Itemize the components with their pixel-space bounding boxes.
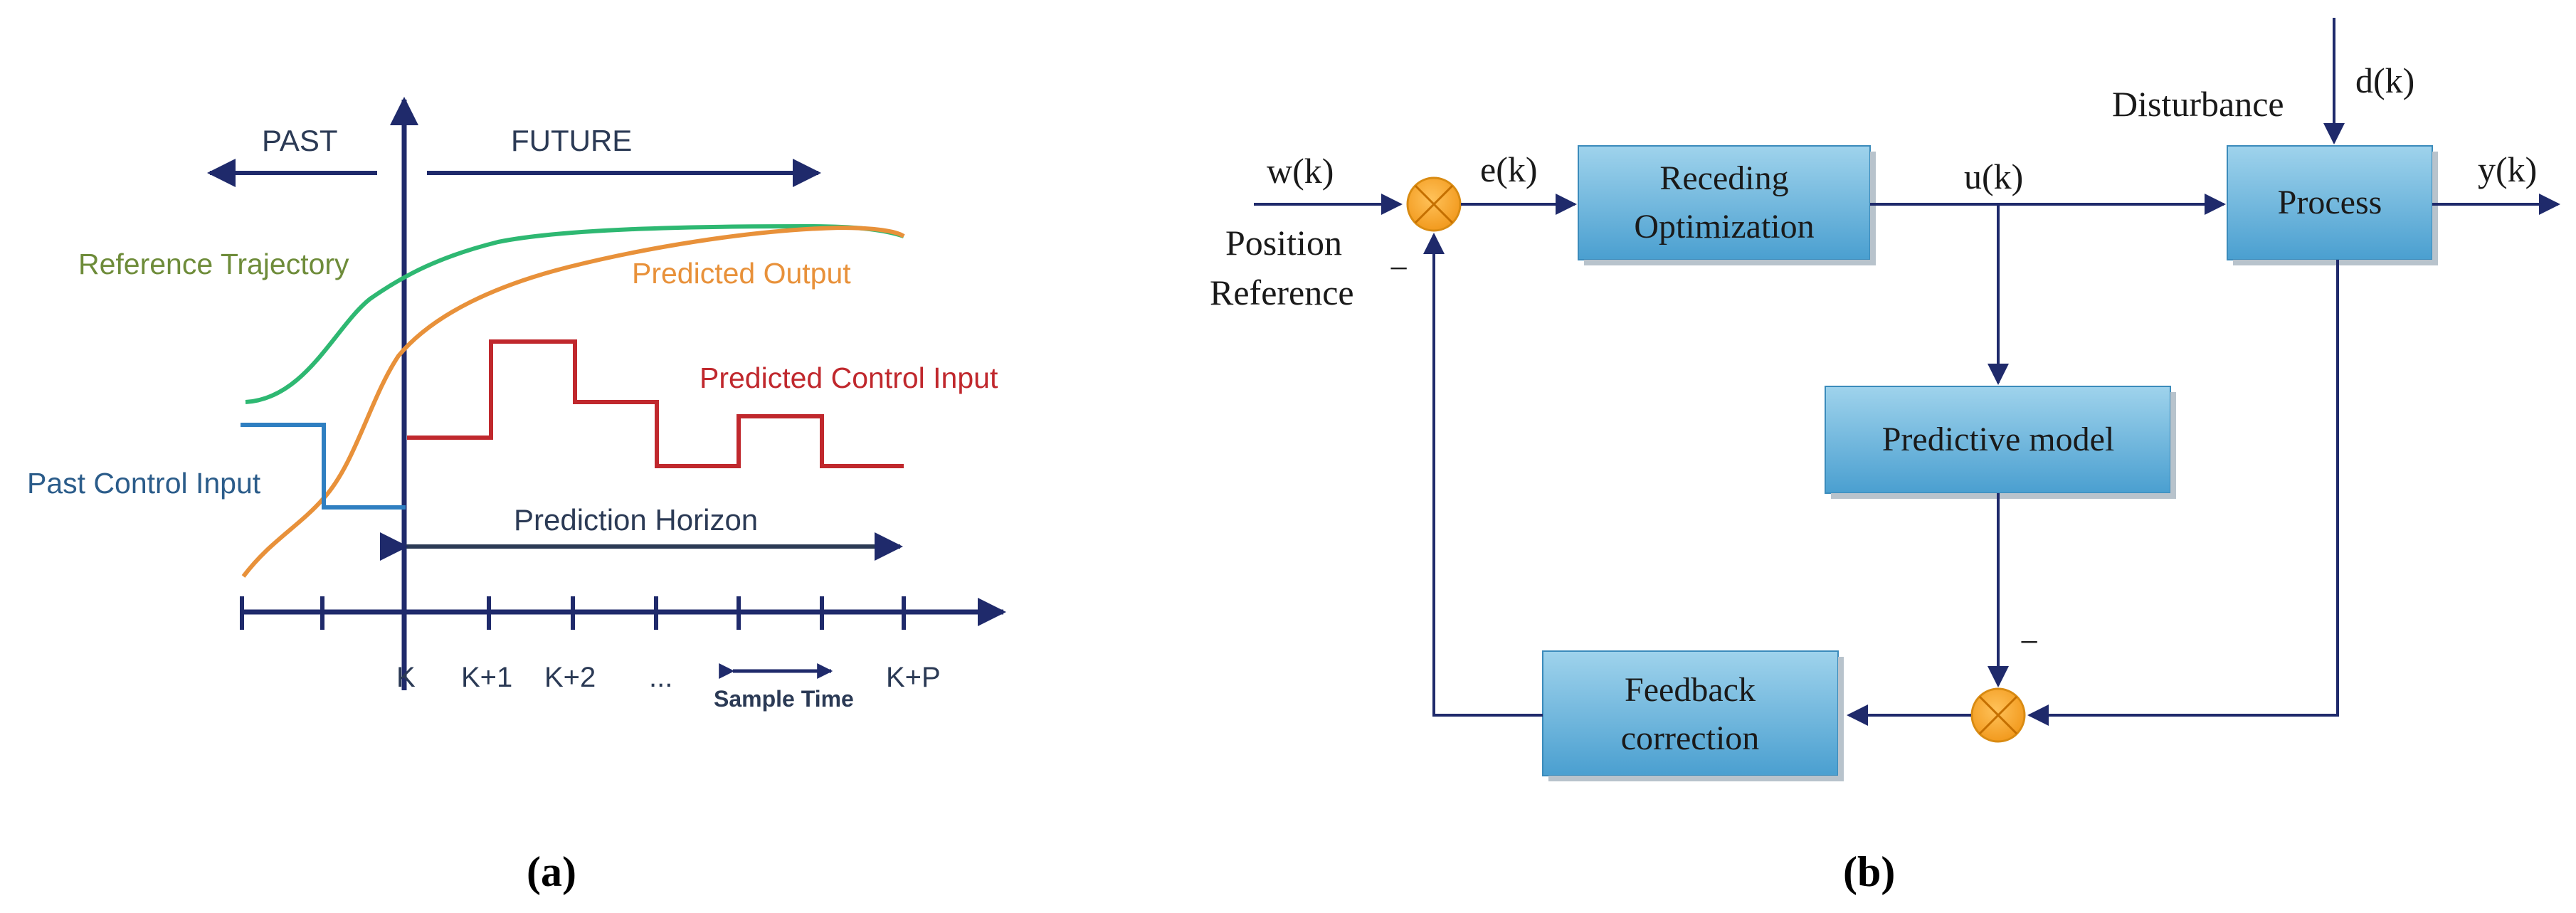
receding-optimization-label-2: Optimization xyxy=(1634,208,1814,246)
predicted-output-label: Predicted Output xyxy=(632,257,851,290)
tick-label-k-plus-2: K+2 xyxy=(544,662,596,693)
feedback-correction-block: Feedback correction xyxy=(1542,650,1844,781)
tick-label-k-plus-1: K+1 xyxy=(461,662,512,693)
past-label: PAST xyxy=(262,124,338,157)
predicted-control-input-label: Predicted Control Input xyxy=(700,361,998,394)
predictive-model-label: Predictive model xyxy=(1882,421,2115,458)
panel-b: w(k) Position Reference − e(k) Receding … xyxy=(1210,18,2560,895)
caption-b: (b) xyxy=(1843,848,1895,895)
tick-label-k: K xyxy=(396,662,416,693)
e-label: e(k) xyxy=(1480,149,1538,189)
u-label: u(k) xyxy=(1964,157,2023,196)
past-control-input-step xyxy=(241,423,406,510)
feedback-correction-label-1: Feedback xyxy=(1625,671,1756,709)
process-label: Process xyxy=(2278,184,2382,221)
reference-trajectory-label: Reference Trajectory xyxy=(78,248,349,280)
minus-sign-top: − xyxy=(1389,250,1408,287)
tick-label-ellipsis: ... xyxy=(649,662,672,693)
caption-a: (a) xyxy=(527,848,576,895)
tick-label-k-plus-p: K+P xyxy=(886,662,941,693)
panel-a: PAST FUTURE K K+1 K+2 ... K+P Sample Tim… xyxy=(27,97,1006,895)
feedback-return-line xyxy=(1423,233,1543,717)
time-axis-ticks xyxy=(240,596,906,630)
w-label: w(k) xyxy=(1267,151,1334,191)
feedback-correction-label-2: correction xyxy=(1621,719,1760,757)
sample-time-label: Sample Time xyxy=(714,686,854,712)
future-label: FUTURE xyxy=(511,124,632,157)
receding-optimization-block: Receding Optimization xyxy=(1578,145,1876,265)
position-reference-line-2: Reference xyxy=(1210,273,1354,312)
receding-optimization-label-1: Receding xyxy=(1659,159,1788,197)
predicted-control-input-step xyxy=(407,339,904,468)
disturbance-label: Disturbance xyxy=(2112,84,2284,124)
process-feedback-line xyxy=(2027,260,2339,726)
reference-trajectory-curve xyxy=(245,223,904,404)
summing-junction-1 xyxy=(1406,176,1462,232)
y-label: y(k) xyxy=(2478,149,2537,189)
predictive-model-block: Predictive model xyxy=(1825,386,2176,499)
minus-sign-bottom: − xyxy=(2020,623,2039,661)
position-reference-line-1: Position xyxy=(1225,223,1342,263)
prediction-horizon-label: Prediction Horizon xyxy=(514,503,758,537)
process-block: Process xyxy=(2227,145,2438,265)
past-control-input-label: Past Control Input xyxy=(27,467,261,500)
summing-junction-2 xyxy=(1970,687,2026,743)
d-label: d(k) xyxy=(2355,60,2414,100)
